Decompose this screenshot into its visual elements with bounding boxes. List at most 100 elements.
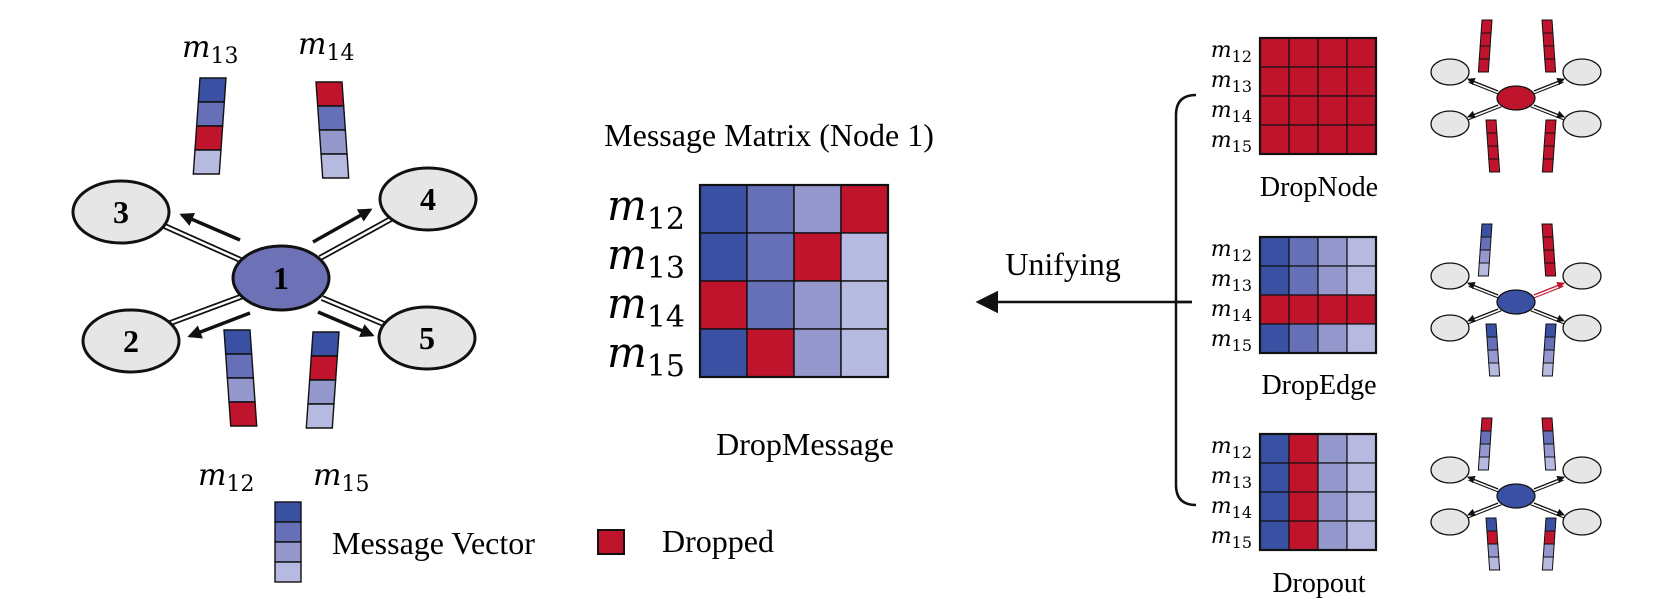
method-2-row-label-0: m12 bbox=[1211, 434, 1252, 462]
unifying-label: Unifying bbox=[1005, 246, 1121, 282]
mini-node bbox=[1562, 314, 1602, 342]
matrix-cell-3-0 bbox=[699, 328, 748, 378]
method-0-cell-2-3 bbox=[1346, 95, 1377, 126]
vector-m13-cell-1 bbox=[195, 101, 226, 127]
matrix-cell-0-0 bbox=[699, 184, 748, 234]
method-0-row-label-1: m13 bbox=[1211, 68, 1252, 96]
message-vector-m14 bbox=[315, 81, 350, 179]
matrix-cell-1-0 bbox=[699, 232, 748, 282]
matrix-cell-0-2 bbox=[793, 184, 842, 234]
vector-m12-cell-2 bbox=[226, 377, 256, 403]
method-1-row-label-3: m15 bbox=[1211, 327, 1252, 355]
method-dropout-mini-graph bbox=[1430, 417, 1602, 571]
method-0-cell-1-1 bbox=[1288, 66, 1319, 97]
vector-m14-cell-0 bbox=[315, 81, 345, 107]
message-vector-m13 bbox=[192, 77, 227, 175]
legend: Message Vector Dropped bbox=[274, 501, 774, 583]
node-label-4: 4 bbox=[420, 181, 436, 217]
mini-node bbox=[1430, 314, 1470, 342]
mini-node bbox=[1562, 262, 1602, 290]
method-1-row-label-2: m14 bbox=[1211, 297, 1252, 325]
unifying-connector: Unifying bbox=[975, 93, 1197, 507]
method-0-cell-3-0 bbox=[1259, 124, 1290, 155]
matrix-cell-3-1 bbox=[746, 328, 795, 378]
mini-center-node bbox=[1496, 289, 1536, 315]
vector-m13-cell-2 bbox=[194, 125, 224, 151]
method-0-cell-0-1 bbox=[1288, 37, 1319, 68]
legend-vector-cell-2 bbox=[274, 541, 302, 563]
matrix-cell-2-0 bbox=[699, 280, 748, 330]
matrix-title: Message Matrix (Node 1) bbox=[604, 117, 934, 153]
method-1-cell-0-1 bbox=[1288, 236, 1319, 267]
vector-m15-cell-1 bbox=[308, 355, 339, 381]
message-graph: 3 4 2 5 1 m13 m14 m12 m15 bbox=[71, 27, 478, 497]
method-dropnode-matrix bbox=[1258, 36, 1378, 156]
label-m15: m15 bbox=[313, 458, 369, 497]
mini-node bbox=[1562, 456, 1602, 484]
vector-m12-cell-0 bbox=[223, 329, 253, 355]
method-1-cell-3-1 bbox=[1288, 323, 1319, 354]
method-0-cell-1-3 bbox=[1346, 66, 1377, 97]
mini-vector bbox=[1477, 19, 1493, 73]
vector-m13-cell-3 bbox=[192, 149, 222, 175]
method-1-cell-0-3 bbox=[1346, 236, 1377, 267]
method-2-cell-1-2 bbox=[1317, 462, 1348, 493]
matrix-cell-0-1 bbox=[746, 184, 795, 234]
mini-vector bbox=[1477, 417, 1493, 471]
method-0-cell-2-1 bbox=[1288, 95, 1319, 126]
mini-node bbox=[1562, 58, 1602, 86]
method-0-cell-3-2 bbox=[1317, 124, 1348, 155]
node-label-2: 2 bbox=[123, 323, 139, 359]
vector-m15-cell-3 bbox=[305, 403, 335, 429]
method-0-row-label-3: m15 bbox=[1211, 128, 1252, 156]
vector-m12-cell-3 bbox=[228, 401, 258, 427]
mini-vector bbox=[1541, 323, 1557, 377]
method-0-cell-1-2 bbox=[1317, 66, 1348, 97]
method-dropnode-mini-graph bbox=[1430, 19, 1602, 173]
method-2-row-label-3: m15 bbox=[1211, 524, 1252, 552]
method-1-row-label-1: m13 bbox=[1211, 267, 1252, 295]
method-2-cell-0-1 bbox=[1288, 433, 1319, 464]
mini-center-node bbox=[1496, 85, 1536, 111]
method-1-cell-3-3 bbox=[1346, 323, 1377, 354]
method-2-cell-1-0 bbox=[1259, 462, 1290, 493]
method-1-cell-0-2 bbox=[1317, 236, 1348, 267]
method-2-cell-2-0 bbox=[1259, 491, 1290, 522]
vector-m12-cell-1 bbox=[224, 353, 255, 379]
mini-vector bbox=[1541, 223, 1557, 277]
method-2-cell-1-1 bbox=[1288, 462, 1319, 493]
method-0-cell-2-2 bbox=[1317, 95, 1348, 126]
mini-node bbox=[1562, 508, 1602, 536]
legend-vector-cell-0 bbox=[274, 501, 302, 523]
method-0-cell-0-2 bbox=[1317, 37, 1348, 68]
legend-vector-label: Message Vector bbox=[332, 525, 535, 561]
graph-node-5: 5 bbox=[377, 305, 477, 371]
method-2-cell-3-2 bbox=[1317, 520, 1348, 551]
matrix-cell-3-3 bbox=[840, 328, 889, 378]
matrix-cell-1-3 bbox=[840, 232, 889, 282]
method-2-cell-0-2 bbox=[1317, 433, 1348, 464]
matrix-cell-1-1 bbox=[746, 232, 795, 282]
message-vector-m15 bbox=[305, 331, 340, 429]
method-1-cell-1-1 bbox=[1288, 265, 1319, 296]
method-1-cell-1-0 bbox=[1259, 265, 1290, 296]
mini-vector bbox=[1541, 119, 1557, 173]
method-2-cell-2-3 bbox=[1346, 491, 1377, 522]
message-matrix bbox=[698, 183, 890, 379]
mini-center-node bbox=[1496, 483, 1536, 509]
vector-m14-cell-2 bbox=[318, 129, 348, 155]
graph-node-1: 1 bbox=[231, 244, 331, 312]
method-1-row-label-0: m12 bbox=[1211, 237, 1252, 265]
matrix-cell-2-2 bbox=[793, 280, 842, 330]
mini-vector bbox=[1541, 19, 1557, 73]
mini-node bbox=[1430, 456, 1470, 484]
graph-node-2: 2 bbox=[81, 308, 181, 374]
matrix-cell-2-1 bbox=[746, 280, 795, 330]
matrix-row-label-3: m15 bbox=[607, 328, 685, 384]
